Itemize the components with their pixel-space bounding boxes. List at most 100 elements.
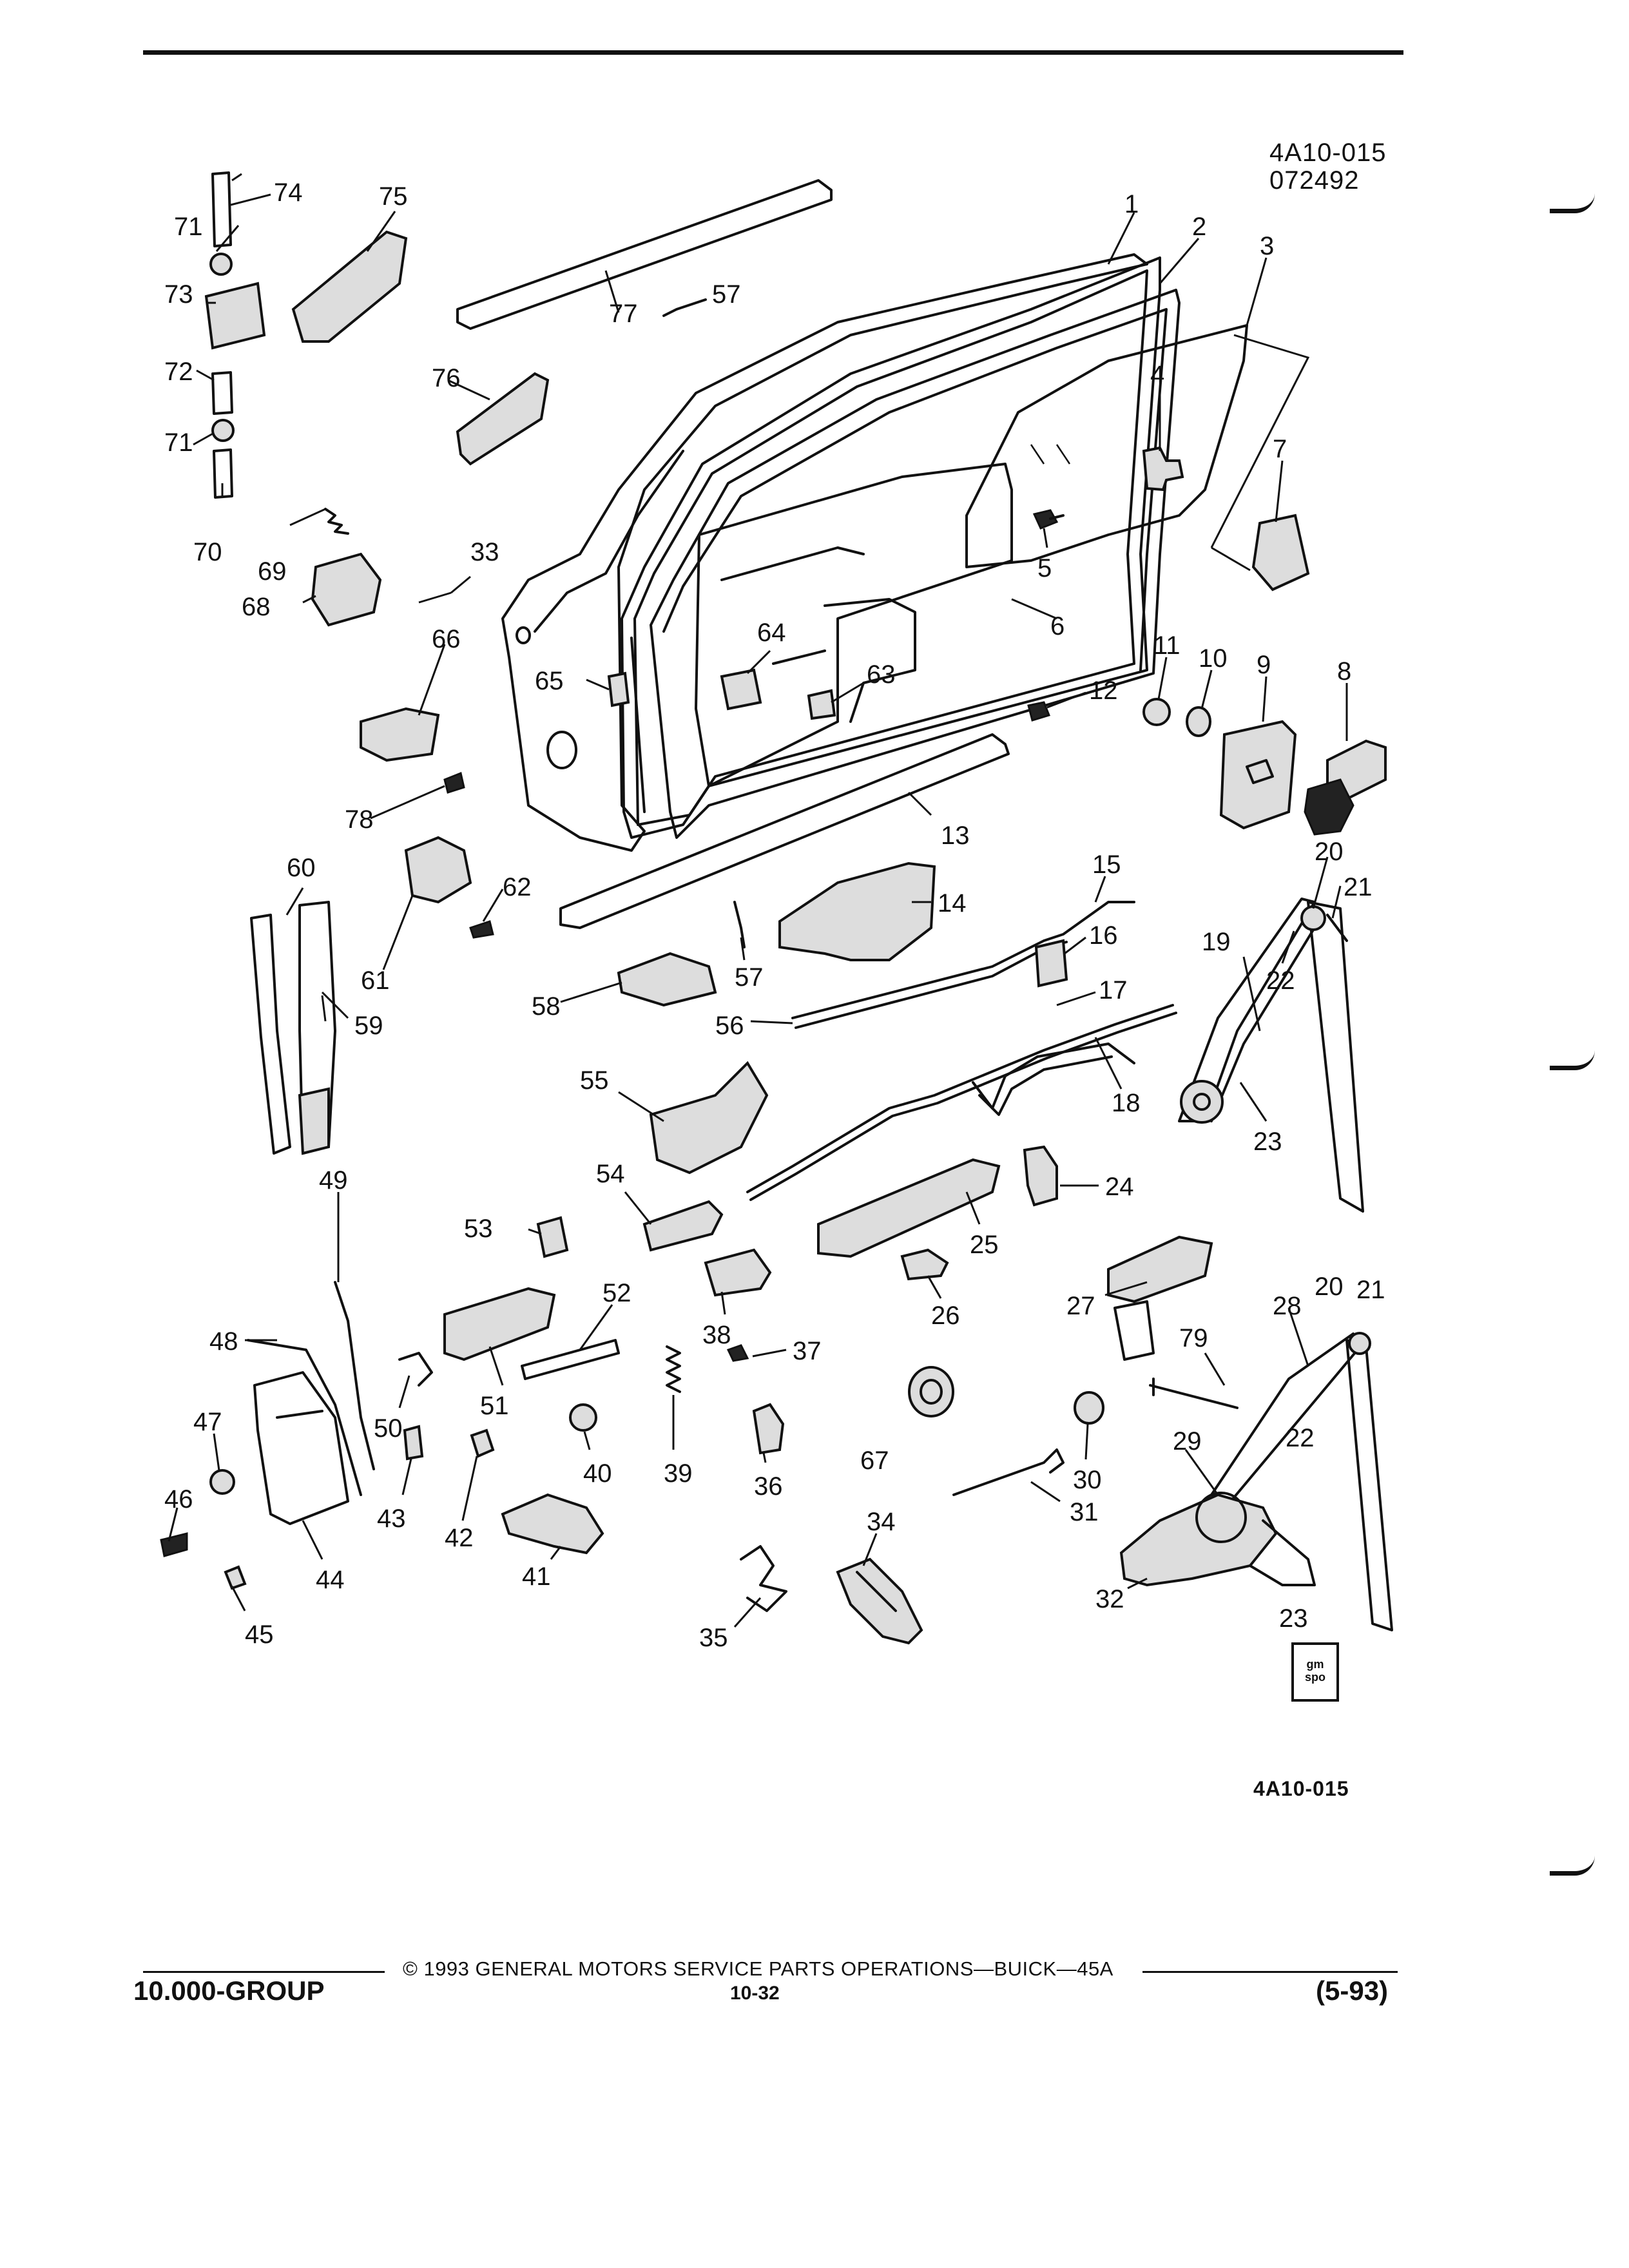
bracket-64 — [720, 668, 762, 711]
callout-70: 70 — [193, 538, 222, 566]
door-shell — [501, 253, 1148, 852]
callout-41: 41 — [522, 1562, 551, 1591]
door-glass — [965, 324, 1248, 568]
callout-49: 49 — [319, 1166, 348, 1195]
callout-61: 61 — [361, 966, 390, 995]
callout-33: 33 — [470, 538, 499, 566]
run-channel-bracket-7 — [1251, 514, 1310, 591]
insert-52 — [521, 1339, 620, 1380]
bracket-61 — [404, 836, 472, 904]
callout-29: 29 — [1173, 1427, 1202, 1456]
callout-21: 21 — [1344, 873, 1373, 901]
callout-57: 57 — [712, 280, 741, 309]
callout-1: 1 — [1124, 190, 1139, 218]
pin-57-top — [662, 298, 707, 317]
callout-14: 14 — [938, 889, 967, 918]
callout-79: 79 — [1179, 1324, 1208, 1352]
callout-54: 54 — [596, 1160, 625, 1188]
callout-11: 11 — [1153, 631, 1181, 660]
figure-date: 072492 — [1269, 166, 1360, 195]
switch-8 — [1304, 739, 1387, 836]
hinge-68 — [311, 552, 382, 627]
callout-66: 66 — [432, 625, 461, 653]
callout-22-lower: 22 — [1286, 1424, 1315, 1452]
callout-68: 68 — [242, 593, 271, 621]
callout-42: 42 — [445, 1524, 474, 1552]
callout-78: 78 — [345, 805, 374, 834]
bumper-11 — [1142, 698, 1171, 726]
callout-69: 69 — [258, 557, 287, 586]
rod-clip-16 — [1034, 939, 1068, 988]
screw-78 — [443, 771, 465, 794]
callout-labels: 1 2 3 4 5 6 7 8 9 10 11 12 13 14 15 16 1… — [164, 178, 1385, 1652]
callout-4: 4 — [1150, 361, 1164, 389]
callout-44: 44 — [316, 1566, 345, 1594]
callout-5: 5 — [1037, 554, 1052, 582]
callout-15: 15 — [1092, 850, 1121, 879]
page-number: 10-32 — [730, 1983, 780, 2004]
clip-50 — [398, 1352, 433, 1387]
footer-rule-right — [1142, 1971, 1398, 1973]
callout-23-lower: 23 — [1279, 1604, 1308, 1633]
callout-24: 24 — [1105, 1173, 1134, 1201]
glass-guide-4 — [1142, 446, 1184, 492]
callout-72: 72 — [164, 358, 193, 386]
callout-59: 59 — [354, 1012, 383, 1040]
callout-56: 56 — [715, 1012, 744, 1040]
callout-51: 51 — [480, 1392, 509, 1420]
callout-47: 47 — [193, 1408, 222, 1436]
callout-67: 67 — [860, 1446, 889, 1475]
grommet-40 — [569, 1403, 597, 1432]
clip-35 — [740, 1545, 787, 1612]
callout-34: 34 — [867, 1508, 896, 1536]
bracket-58 — [617, 952, 717, 1007]
callout-74: 74 — [274, 178, 303, 207]
weatherstrip-seals — [621, 256, 1181, 839]
bolt-79 — [1149, 1378, 1239, 1409]
bracket-36 — [752, 1403, 785, 1455]
callout-65: 65 — [535, 667, 564, 695]
callout-18: 18 — [1112, 1089, 1141, 1117]
callout-48: 48 — [209, 1327, 238, 1356]
latch-handle-55 — [649, 1061, 769, 1175]
callout-20: 20 — [1315, 838, 1344, 866]
spring-69 — [324, 508, 349, 535]
callout-27: 27 — [1066, 1292, 1095, 1320]
figure-code-bottom: 4A10-015 — [1253, 1777, 1349, 1800]
callout-35: 35 — [699, 1624, 728, 1652]
callout-40: 40 — [583, 1459, 612, 1488]
callout-17: 17 — [1099, 976, 1128, 1004]
armrest-25 — [817, 1158, 1001, 1258]
fastener-5 — [1032, 509, 1065, 530]
screw-62 — [469, 920, 494, 939]
bracket-26 — [900, 1248, 949, 1281]
bracket-24 — [1023, 1145, 1058, 1207]
bushing-67 — [908, 1366, 954, 1418]
bracket-76 — [456, 372, 550, 466]
callout-12: 12 — [1089, 677, 1118, 705]
callout-71-top: 71 — [174, 213, 203, 241]
handle-housing-41 — [501, 1493, 604, 1555]
callout-71-lower: 71 — [164, 428, 193, 457]
fastener-37 — [726, 1344, 749, 1362]
fastener-65 — [607, 671, 630, 707]
callout-6: 6 — [1050, 612, 1065, 640]
callout-46: 46 — [164, 1485, 193, 1514]
top-rule — [143, 50, 1403, 55]
callout-30: 30 — [1073, 1466, 1102, 1494]
bolt-47 — [209, 1469, 235, 1495]
pin-57-lower — [733, 901, 746, 948]
callout-63: 63 — [867, 660, 896, 689]
callout-62: 62 — [503, 873, 532, 901]
footer-rule-left — [143, 1971, 385, 1973]
callout-13: 13 — [941, 822, 970, 850]
callout-60: 60 — [287, 854, 316, 882]
callout-37: 37 — [793, 1337, 822, 1365]
leader-lines — [168, 173, 1348, 1628]
copyright-notice: © 1993 GENERAL MOTORS SERVICE PARTS OPER… — [403, 1957, 1113, 1980]
callout-43: 43 — [377, 1504, 406, 1533]
access-panel-14 — [778, 861, 936, 961]
binding-mark-middle — [1550, 1050, 1595, 1070]
